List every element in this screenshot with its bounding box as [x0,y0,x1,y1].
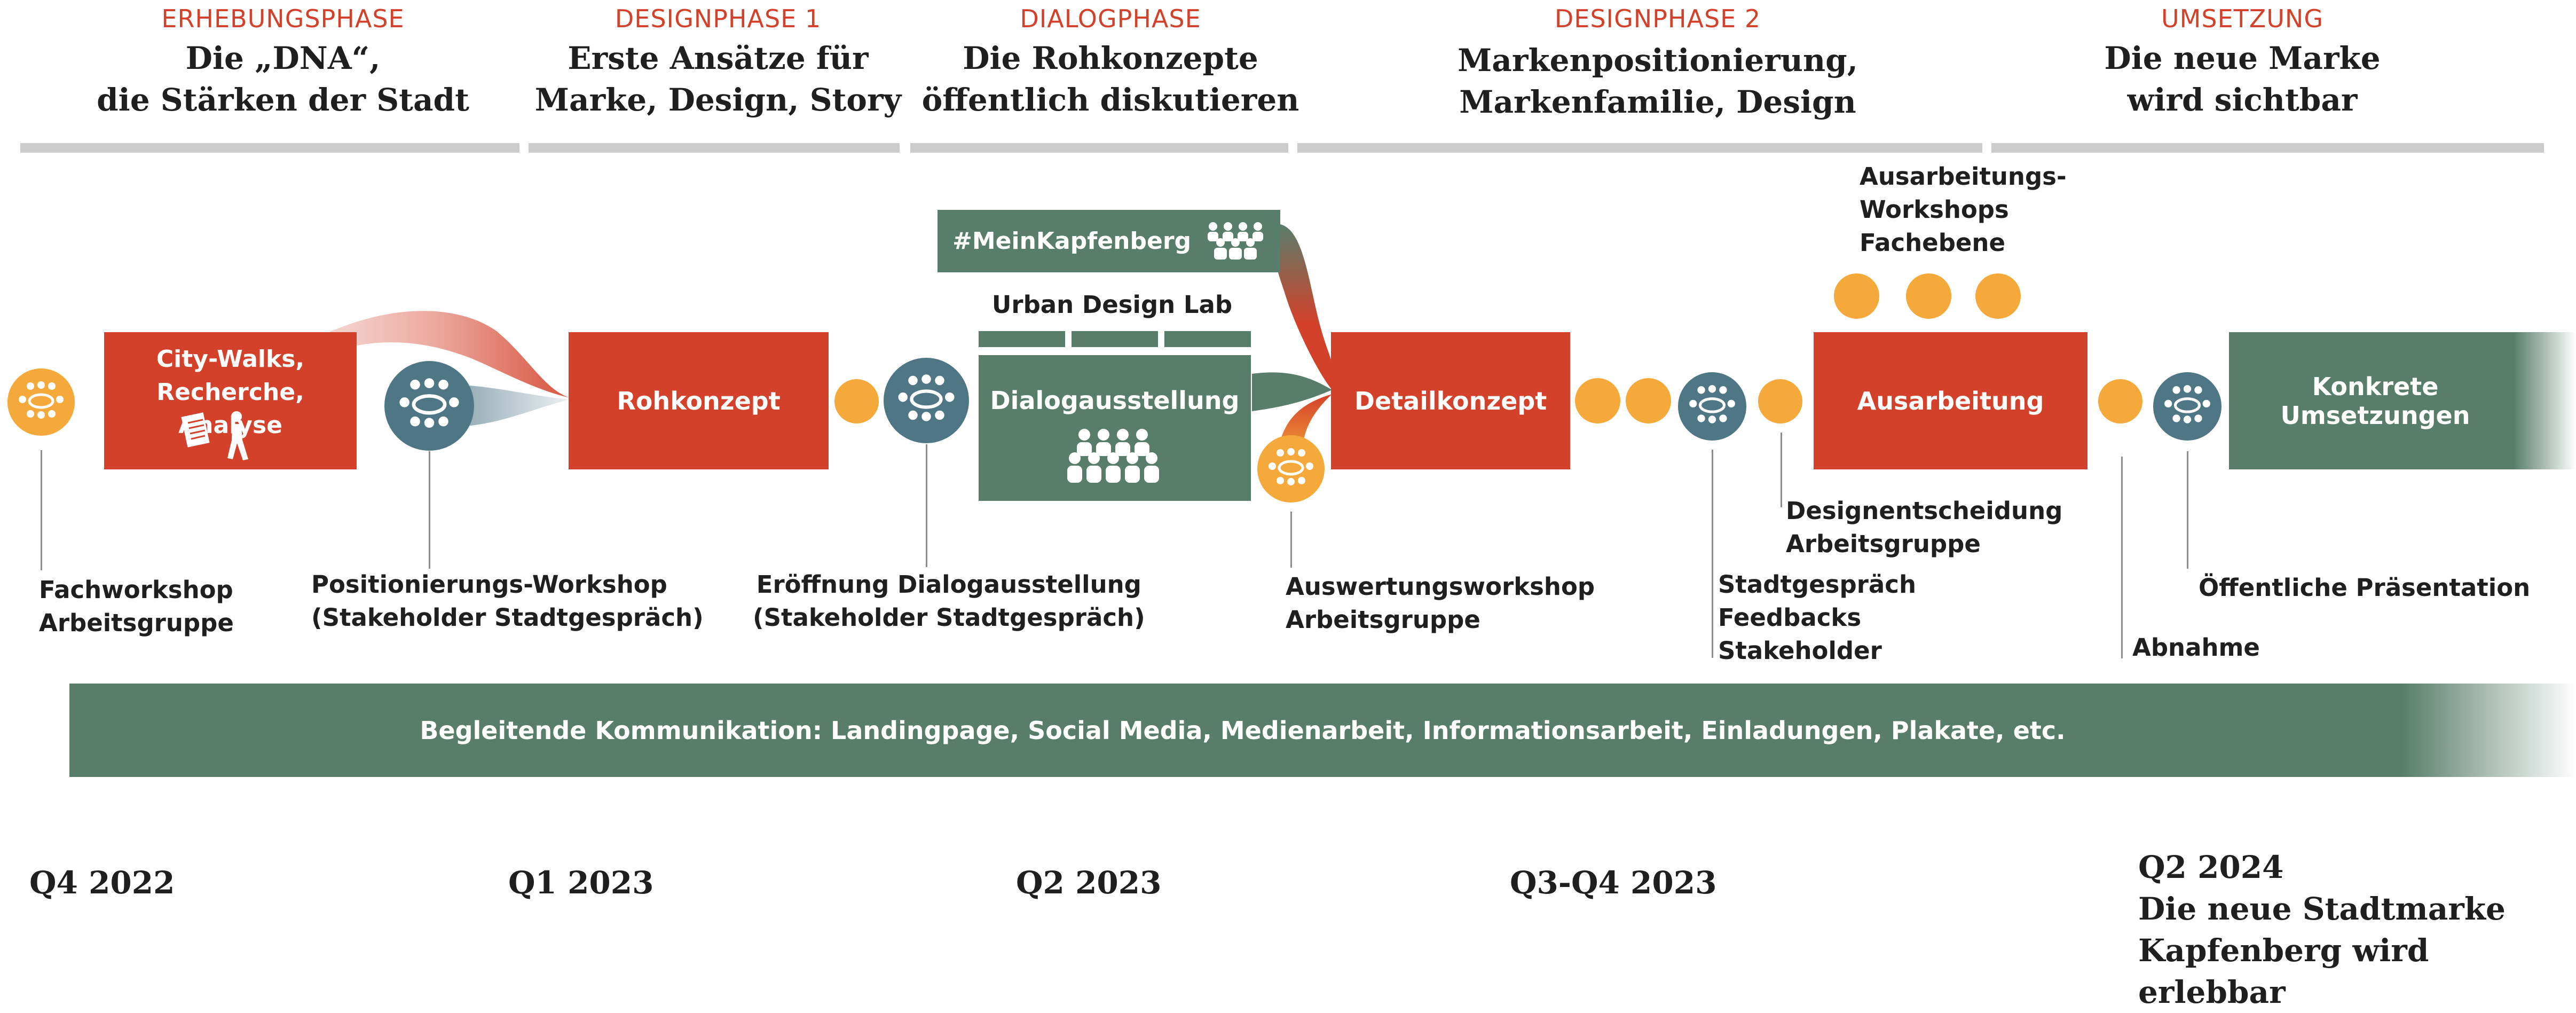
phase-divider [20,143,519,153]
phase-label-erhebung: ERHEBUNGSPHASE [161,4,405,33]
document-walker-icon [181,411,248,460]
milestone-dot [1975,273,2021,319]
milestone-dot [1575,378,1620,423]
rohkonzept-label: Rohkonzept [617,386,781,415]
phase-title-designphase-2: Markenpositionierung, Markenfamilie, Des… [1458,42,1858,120]
phase-title-erhebung: Die „DNA“, die Stärken der Stadt [97,40,469,118]
ribbon-dialog-to-detail [1252,372,1332,411]
phase-divider [529,143,900,153]
ausarbeitung-box: Ausarbeitung [1814,332,2087,469]
label-eroeffnung: Eröffnung Dialogausstellung (Stakeholder… [753,570,1145,632]
lab-strip [1164,331,1251,347]
phase-title-designphase-1: Erste Ansätze für Marke, Design, Story [534,40,902,118]
phase-divider [1297,143,1982,153]
process-diagram: ERHEBUNGSPHASE Die „DNA“, die Stärken de… [7,4,2576,1010]
timeline-q2-2024: Q2 2024 Die neue Stadtmarke Kapfenberg w… [2138,849,2506,1010]
workshop-icon [2153,372,2221,441]
communication-text: Begleitende Kommunikation: Landingpage, … [420,716,2066,745]
umsetzungen-label-wrap: Konkrete Umsetzungen [2229,332,2522,469]
connector-line [926,444,927,567]
connector-line [41,450,42,570]
detailkonzept-label: Detailkonzept [1354,386,1547,415]
ausarbeitung-label: Ausarbeitung [1857,386,2044,415]
milestone-dot [1834,273,1879,319]
group-icon [1208,222,1263,260]
umsetzungen-box [2229,332,2576,469]
workshop-icon [884,358,969,443]
ribbon-meinkapfenberg-to-detail [1275,224,1337,390]
timeline-q1-2023: Q1 2023 [508,865,654,901]
label-fachworkshop: Fachworkshop Arbeitsgruppe [39,576,234,637]
connector-line [1712,450,1713,658]
milestone-dot [1626,378,1671,423]
milestone-dot [2098,379,2142,423]
label-abnahme: Abnahme [2132,633,2260,662]
phase-title-umsetzung: Die neue Marke wird sichtbar [2104,40,2381,118]
workshop-icon [1678,372,1746,441]
timeline-q4-2022: Q4 2022 [29,865,175,901]
connector-line [2187,451,2188,569]
phase-label-umsetzung: UMSETZUNG [2161,4,2323,33]
phase-label-designphase-2: DESIGNPHASE 2 [1554,4,1761,33]
workshop-icon [7,368,75,436]
label-praesentation: Öffentliche Präsentation [2199,574,2531,602]
label-designentscheidung: Designentscheidung Arbeitsgruppe [1786,497,2063,558]
phase-divider [910,143,1288,153]
rohkonzept-box: Rohkonzept [569,332,829,469]
label-auswertung: Auswertungsworkshop Arbeitsgruppe [1286,572,1595,634]
dialogausstellung-label: Dialogausstellung [990,386,1240,415]
phase-label-designphase-1: DESIGNPHASE 1 [615,4,822,33]
milestone-dot [1758,379,1802,423]
lab-strip [1072,331,1158,347]
connector-line [429,451,430,569]
connector-line [2121,457,2123,658]
group-icon [1067,429,1159,483]
meinkapfenberg-label: #MeinKapfenberg [952,227,1192,255]
workshop-icon [384,361,474,451]
ribbon-workshop-to-rohkonzept [443,384,570,427]
urbandesignlab-label: Urban Design Lab [991,290,1233,319]
lab-strip [979,331,1065,347]
workshop-icon [1257,435,1325,502]
timeline-q2-2023: Q2 2023 [1016,865,1162,901]
timeline-q3-q4-2023: Q3-Q4 2023 [1510,865,1717,901]
phase-divider [1991,143,2544,153]
detailkonzept-box: Detailkonzept [1331,332,1570,469]
umsetzungen-label: Konkrete Umsetzungen [2280,372,2470,430]
milestone-dot [1906,273,1951,319]
label-ausarbeitungsworkshops: Ausarbeitungs- Workshops Fachebene [1860,162,2067,257]
communication-band: Begleitende Kommunikation: Landingpage, … [69,684,2576,777]
phase-label-dialogphase: DIALOGPHASE [1020,4,1201,33]
ribbon-citywalks-to-rohkonzept [299,311,570,398]
label-positionierung: Positionierungs-Workshop (Stakeholder St… [311,570,704,632]
label-stadtgespraech: Stadtgespräch Feedbacks Stakeholder [1718,570,1917,665]
flow-ribbons [299,224,1337,465]
milestone-dot [834,379,879,423]
connector-line [1290,512,1292,568]
connector-line [1781,433,1782,507]
phase-title-dialogphase: Die Rohkonzepte öffentlich diskutieren [921,40,1299,118]
